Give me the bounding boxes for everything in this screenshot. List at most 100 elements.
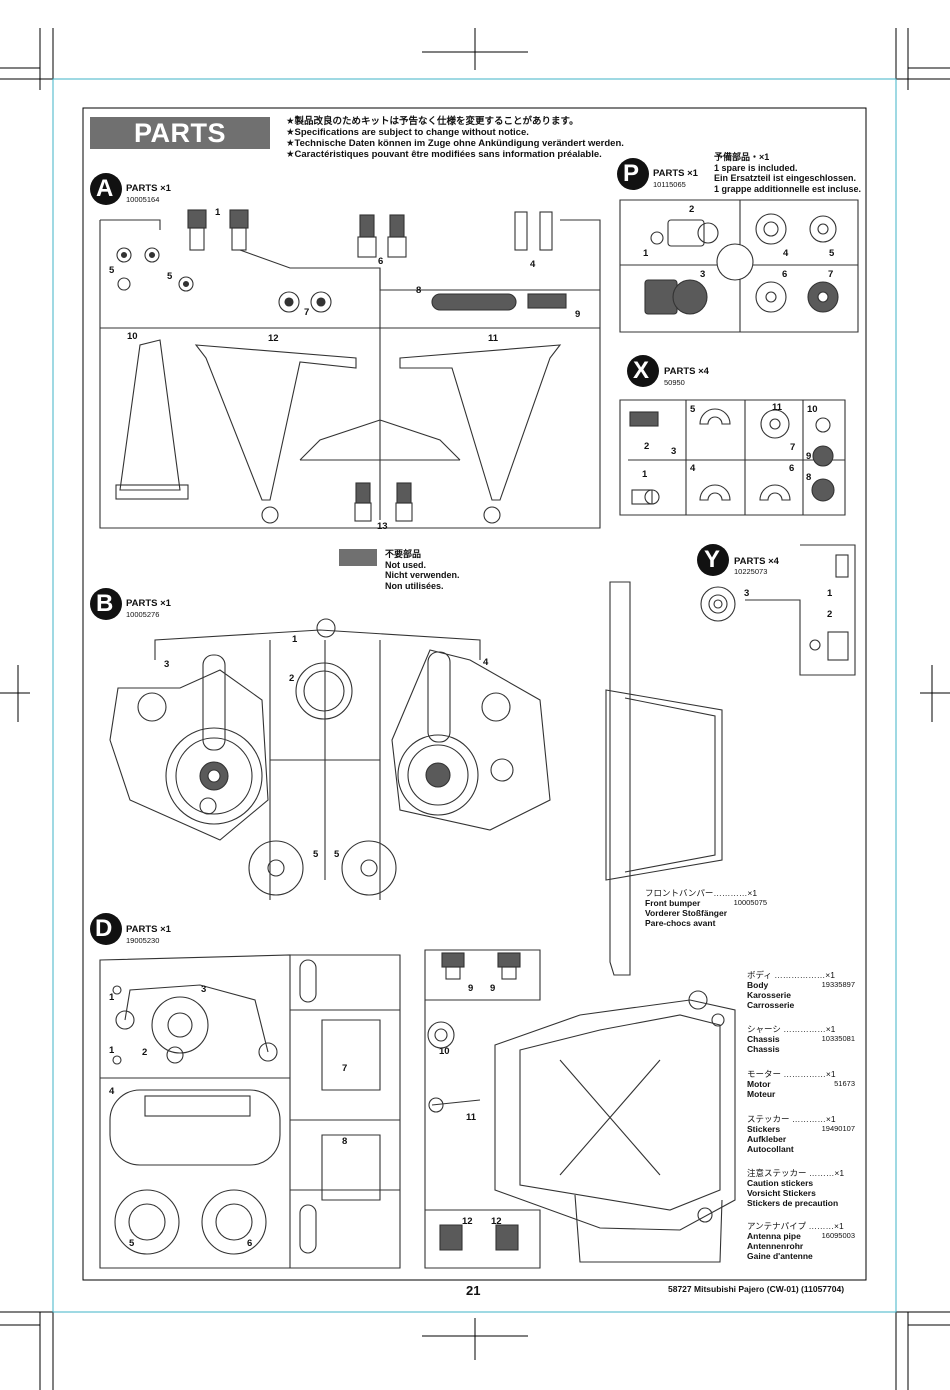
part-number: 1 [215, 207, 221, 218]
tree-y-label: PARTS ×4 [734, 556, 779, 567]
not-used-legend: 不要部品 Not used. Nicht verwenden. Non util… [385, 549, 460, 591]
tree-p-letter: P [623, 160, 640, 187]
part-number: 13 [377, 521, 388, 532]
content-frame [82, 107, 867, 1281]
contents-item: 注意ステッカー ………×1 Caution stickers Vorsicht … [747, 1168, 855, 1208]
tree-x-letter: X [633, 357, 650, 384]
tree-badges [90, 158, 729, 945]
part-number: 1 [109, 992, 115, 1003]
part-number: 6 [789, 463, 795, 474]
trim-frame [52, 78, 897, 1313]
part-number: 6 [247, 1238, 253, 1249]
contents-en: Body [747, 980, 769, 990]
contents-code: 16095003 [821, 1231, 855, 1240]
tree-d-label: PARTS ×1 [126, 924, 171, 935]
not-used-swatch [339, 549, 377, 566]
front-bumper-drawing [605, 581, 723, 976]
tree-y-code: 10225073 [734, 567, 768, 576]
part-number: 11 [772, 402, 783, 413]
not-used-en: Not used. [385, 559, 427, 570]
part-number: 9 [490, 983, 496, 994]
tree-p-code: 10115065 [653, 180, 686, 189]
crop-marks [0, 28, 950, 1390]
spec-note-fr: ★Caractéristiques pouvant être modifiées… [286, 149, 602, 160]
tree-p-label: PARTS ×1 [653, 168, 698, 179]
not-used-jp: 不要部品 [385, 549, 422, 559]
tree-b-code: 10005276 [126, 610, 160, 619]
contents-en: Stickers [747, 1124, 781, 1134]
front-bumper-code: 10005075 [733, 898, 767, 907]
tree-d-right-drawing [424, 949, 736, 1269]
part-number: 9 [575, 309, 581, 320]
spec-note-de: ★Technische Daten können im Zuge ohne An… [286, 138, 624, 149]
contents-jp: モーター ……………×1 [747, 1069, 836, 1079]
contents-en: Motor [747, 1079, 771, 1089]
part-number: 4 [109, 1086, 115, 1097]
part-number: 9 [468, 983, 474, 994]
parts-banner: PARTS [90, 117, 270, 149]
contents-fr: Gaine d'antenne [747, 1251, 813, 1261]
not-used-fr: Non utilisées. [385, 580, 444, 591]
part-number: 8 [342, 1136, 348, 1147]
front-bumper-fr: Pare-chocs avant [645, 918, 716, 928]
part-number: 12 [462, 1216, 473, 1227]
part-number: 10 [807, 404, 818, 415]
contents-jp: ステッカー …………×1 [747, 1114, 836, 1124]
part-number: 1 [642, 469, 648, 480]
spec-notes: ★製品改良のためキットは予告なく仕様を変更することがあります。 ★Specifi… [286, 116, 624, 160]
tree-x-label: PARTS ×4 [664, 366, 709, 377]
part-number: 8 [416, 285, 422, 296]
contents-de: Vorsicht Stickers [747, 1188, 816, 1198]
contents-code: 19335897 [821, 980, 855, 989]
front-bumper-en: Front bumper [645, 898, 701, 908]
tree-d-letter: D [95, 915, 113, 942]
contents-en: Antenna pipe [747, 1231, 801, 1241]
part-number: 2 [289, 673, 295, 684]
part-number: 10 [439, 1046, 450, 1057]
part-number: 11 [488, 333, 499, 344]
contents-de: Karosserie [747, 990, 791, 1000]
part-number: 5 [829, 248, 835, 259]
tree-y-letter: Y [704, 546, 721, 573]
spare-note-fr: 1 grappe additionnelle est incluse. [714, 183, 862, 194]
part-number: 1 [292, 634, 298, 645]
part-number: 11 [466, 1112, 477, 1123]
part-number: 2 [689, 204, 695, 215]
part-number: 1 [643, 248, 649, 259]
page-number: 21 [466, 1283, 481, 1298]
part-number: 3 [671, 446, 677, 457]
tree-a-drawing [99, 209, 601, 529]
contents-en: Chassis [747, 1034, 780, 1044]
tree-y-drawing [700, 544, 856, 676]
part-number: 10 [127, 331, 138, 342]
front-bumper-de: Vorderer Stoßfänger [645, 908, 728, 918]
tree-p-drawing [619, 199, 859, 333]
contents-de: Aufkleber [747, 1134, 787, 1144]
part-number: 5 [313, 849, 319, 860]
spare-note-de: Ein Ersatzteil ist eingeschlossen. [714, 173, 857, 183]
contents-code: 19490107 [821, 1124, 855, 1133]
tree-a-code: 10005164 [126, 195, 160, 204]
part-number: 8 [806, 472, 812, 483]
spare-note-en: 1 spare is included. [714, 162, 798, 173]
part-number: 6 [378, 256, 384, 267]
part-number: 1 [827, 588, 833, 599]
tree-a-label: PARTS ×1 [126, 183, 171, 194]
contents-jp: アンテナパイプ ………×1 [747, 1221, 844, 1231]
not-used-de: Nicht verwenden. [385, 570, 460, 580]
tree-b-label: PARTS ×1 [126, 598, 171, 609]
part-number: 3 [744, 588, 750, 599]
part-number: 3 [700, 269, 706, 280]
part-number: 7 [342, 1063, 348, 1074]
tree-d-drawing [99, 954, 401, 1269]
contents-en: Caution stickers [747, 1178, 814, 1188]
part-number: 5 [334, 849, 340, 860]
tree-a-letter: A [96, 175, 114, 202]
part-number: 4 [783, 248, 789, 259]
